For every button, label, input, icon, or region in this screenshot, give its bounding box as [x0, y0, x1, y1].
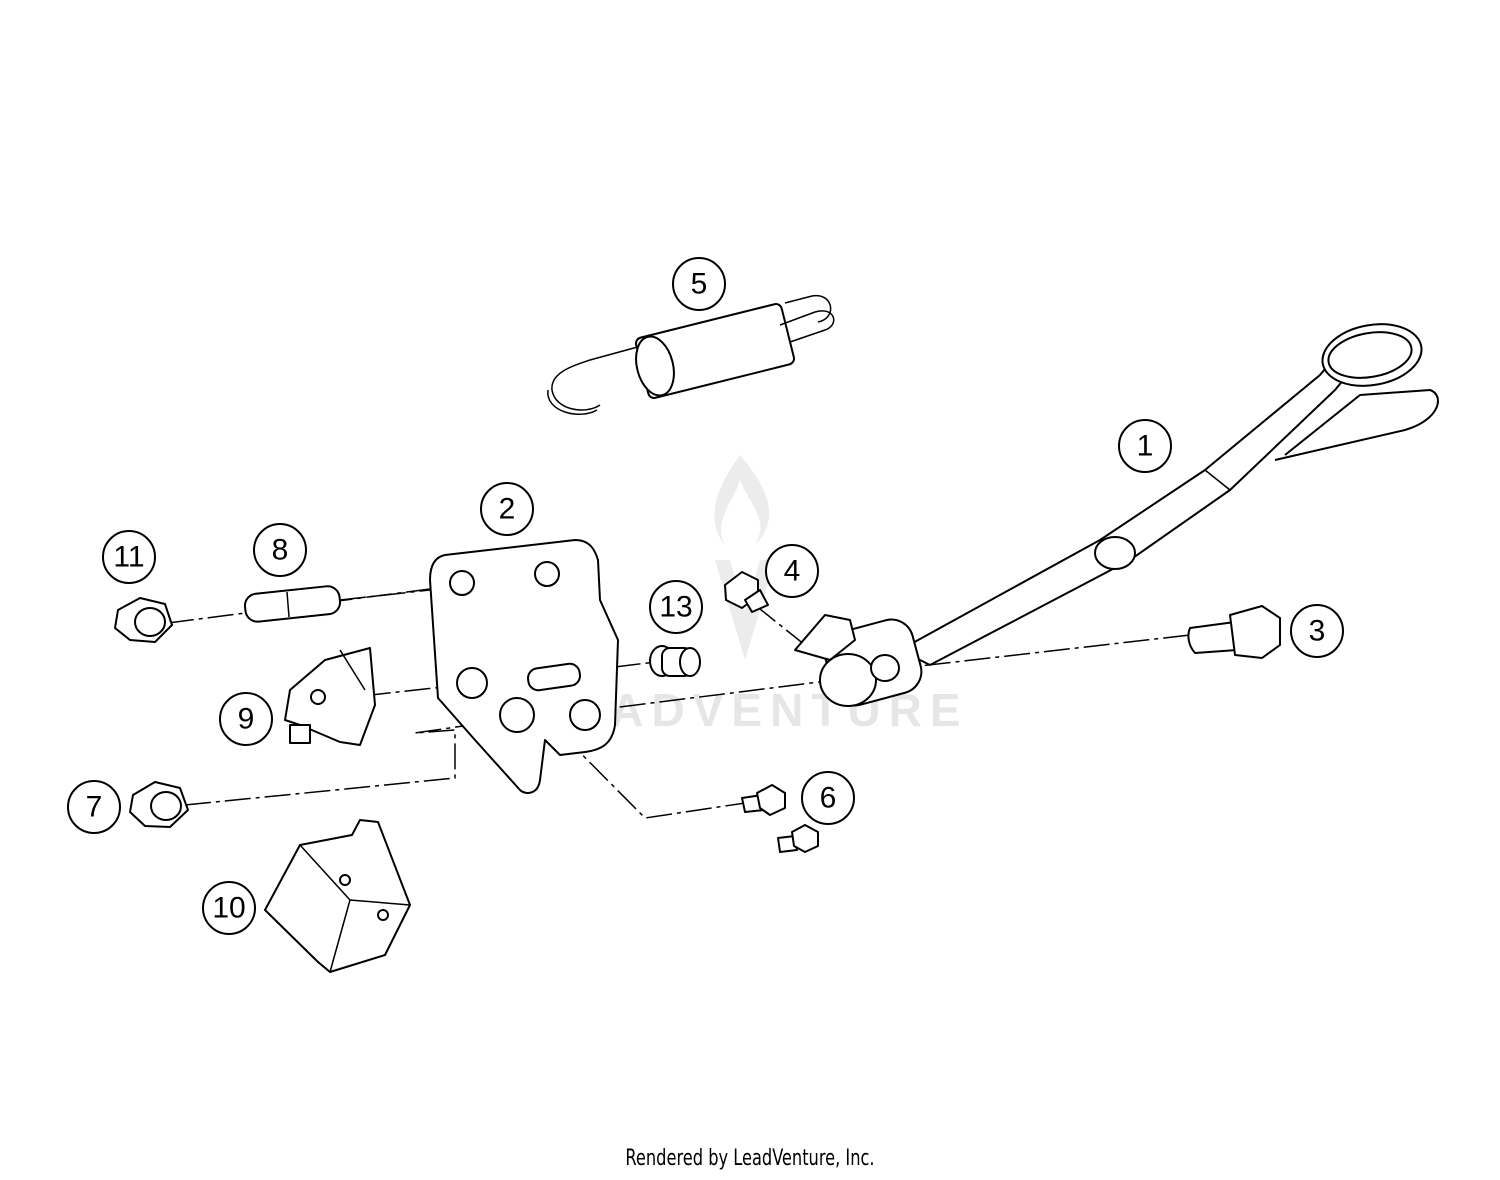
bracket-plate	[429, 539, 619, 794]
bushing	[649, 645, 701, 677]
leader-bolt-axis	[579, 679, 836, 713]
switch-cover	[264, 819, 411, 973]
callout-label: 3	[1309, 615, 1326, 648]
callout-4[interactable]: 4	[765, 544, 819, 598]
callout-label: 13	[659, 591, 692, 624]
callout-2[interactable]: 2	[480, 482, 534, 536]
callout-label: 4	[784, 555, 801, 588]
callout-1[interactable]: 1	[1118, 419, 1172, 473]
callout-8[interactable]: 8	[253, 523, 307, 577]
callout-3[interactable]: 3	[1290, 604, 1344, 658]
pin	[527, 662, 581, 692]
callout-label: 1	[1137, 430, 1154, 463]
callout-label: 9	[238, 703, 255, 736]
callout-6[interactable]: 6	[801, 771, 855, 825]
callout-label: 6	[820, 782, 837, 815]
callout-10[interactable]: 10	[202, 881, 256, 935]
side-stand	[794, 323, 1439, 707]
leader-8	[339, 589, 431, 601]
side-stand-switch	[284, 647, 376, 746]
sleeve	[243, 585, 342, 623]
bolt-small	[724, 571, 769, 613]
callout-11[interactable]: 11	[102, 530, 156, 584]
callout-label: 7	[86, 791, 103, 824]
callout-13[interactable]: 13	[649, 580, 703, 634]
callout-label: 8	[272, 534, 289, 567]
flame-logo-icon	[714, 455, 770, 545]
leader-4	[754, 604, 806, 646]
callout-label: 2	[499, 493, 516, 526]
leader-7	[184, 724, 471, 806]
nut-bottom	[129, 781, 189, 828]
callout-9[interactable]: 9	[219, 692, 273, 746]
leader-3	[884, 634, 1191, 671]
callout-label: 10	[212, 892, 245, 925]
spring	[547, 294, 835, 415]
leader-lines	[167, 587, 1191, 819]
callout-5[interactable]: 5	[672, 257, 726, 311]
callout-7[interactable]: 7	[67, 780, 121, 834]
nut-top	[114, 597, 173, 643]
render-credit: Rendered by LeadVenture, Inc.	[625, 1146, 875, 1171]
callout-label: 5	[691, 268, 708, 301]
screws	[741, 784, 819, 853]
bolt-long	[1187, 605, 1281, 659]
callout-label: 11	[113, 541, 144, 574]
